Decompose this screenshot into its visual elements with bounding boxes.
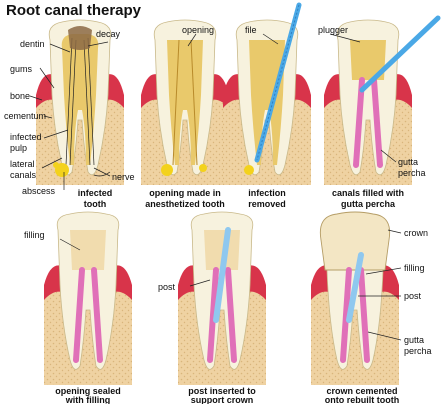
caption-6-line-2: support crown [191,395,254,404]
label-dentin: dentin [20,39,45,49]
label-gutta-1: gutta [398,157,418,167]
label-post-middle: post [158,282,176,292]
tooth-sealed [44,211,132,385]
label-file: file [245,25,257,35]
caption-3: infection removed [248,188,286,209]
tooth-post [178,211,266,385]
label-filling-left: filling [24,230,45,240]
caption-1-line-1: infected [78,188,113,198]
label-post-right: post [404,291,422,301]
label-abscess: abscess [22,186,56,196]
label-infected-pulp-2: pulp [10,143,27,153]
caption-3-line-1: infection [248,188,286,198]
label-nerve: nerve [112,172,135,182]
label-gutta-right-2: percha [404,346,432,356]
caption-1-line-2: tooth [84,199,107,209]
label-cementum: cementum [4,111,46,121]
tooth-infected [36,19,124,185]
caption-6-line-1: post inserted to [188,386,256,396]
caption-5: opening sealed with filling [55,386,121,405]
label-crown: crown [404,228,428,238]
label-opening: opening [182,25,214,35]
diagram-title: Root canal therapy [6,2,142,19]
caption-2: opening made in anesthetized tooth [145,188,225,209]
caption-3-line-2: removed [248,199,286,209]
caption-7-line-2: onto rebuilt tooth [325,395,399,404]
label-infected-pulp-1: infected [10,132,42,142]
tooth-gutta-percha [324,15,441,185]
caption-6: post inserted to support crown [188,386,256,405]
label-plugger: plugger [318,25,348,35]
caption-5-line-2: with filling [65,395,111,404]
label-decay: decay [96,29,121,39]
caption-5-line-1: opening sealed [55,386,121,396]
label-bone: bone [10,91,30,101]
label-gutta-2: percha [398,168,426,178]
caption-4-line-1: canals filled with [332,188,404,198]
label-gutta-right-1: gutta [404,335,424,345]
tooth-opening-made [141,19,229,185]
leader-lines [29,33,402,341]
caption-2-line-2: anesthetized tooth [145,199,225,209]
label-filling-right: filling [404,263,425,273]
caption-7-line-1: crown cemented [326,386,397,396]
caption-1: infected tooth [78,188,113,209]
tooth-crowned [311,211,399,385]
caption-4: canals filled with gutta percha [332,188,404,209]
caption-7: crown cemented onto rebuilt tooth [325,386,399,405]
caption-2-line-1: opening made in [149,188,221,198]
caption-4-line-2: gutta percha [341,199,396,209]
label-lateral-canals-1: lateral [10,159,35,169]
label-gums: gums [10,64,33,74]
label-lateral-canals-2: canals [10,170,37,180]
tooth-infection-removed [223,2,311,185]
